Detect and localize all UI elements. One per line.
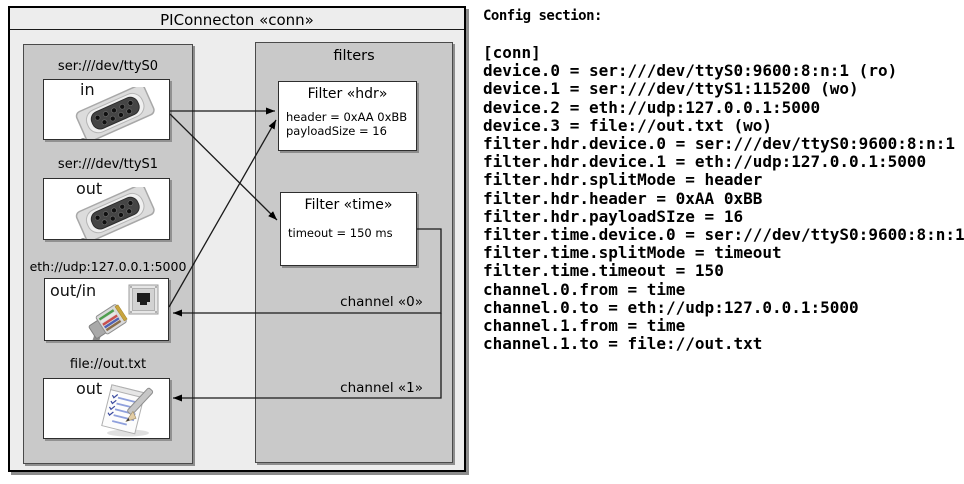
filter-time-title: Filter «time» [304,197,393,213]
device-direction: in [80,80,95,99]
device-label-ttys1: ser:///dev/ttyS1 [57,157,159,172]
device-direction: out/in [50,281,97,300]
notepad-icon [101,384,154,437]
device-label-file: file://out.txt [69,357,147,372]
serial-connector-icon [75,87,155,139]
filter-time-box: Filter «time» timeout = 150 ms [280,192,417,266]
serial-connector-icon [75,187,155,239]
config-text: [conn] device.0 = ser:///dev/ttyS0:9600:… [483,43,964,354]
device-label-eth: eth://udp:127.0.0.1:5000 [29,259,187,274]
ethernet-plug-icon [84,304,128,340]
device-direction: out [76,379,103,398]
channel-1-label: channel «1» [340,380,423,396]
device-box-ttys1: out [43,178,170,240]
diagram-title: PIConnecton «conn» [10,8,464,30]
filter-hdr-box: Filter «hdr» header = 0xAA 0xBB payloadS… [278,81,417,151]
device-box-file: out [43,378,170,439]
filter-hdr-header-property: header = 0xAA 0xBB [286,110,408,124]
device-label-ttys0: ser:///dev/ttyS0 [57,59,159,74]
filter-time-timeout-property: timeout = 150 ms [288,226,393,240]
config-section-heading: Config section: [483,8,602,24]
filter-hdr-title: Filter «hdr» [307,86,388,102]
device-box-ttys0: in [43,79,170,140]
filter-hdr-payloadsize-property: payloadSize = 16 [286,124,387,138]
device-direction: out [76,179,103,198]
channel-0-label: channel «0» [340,294,423,310]
ethernet-jack-icon [128,284,159,315]
device-box-eth: out/in [44,278,169,341]
filters-panel-title: filters [333,48,375,64]
